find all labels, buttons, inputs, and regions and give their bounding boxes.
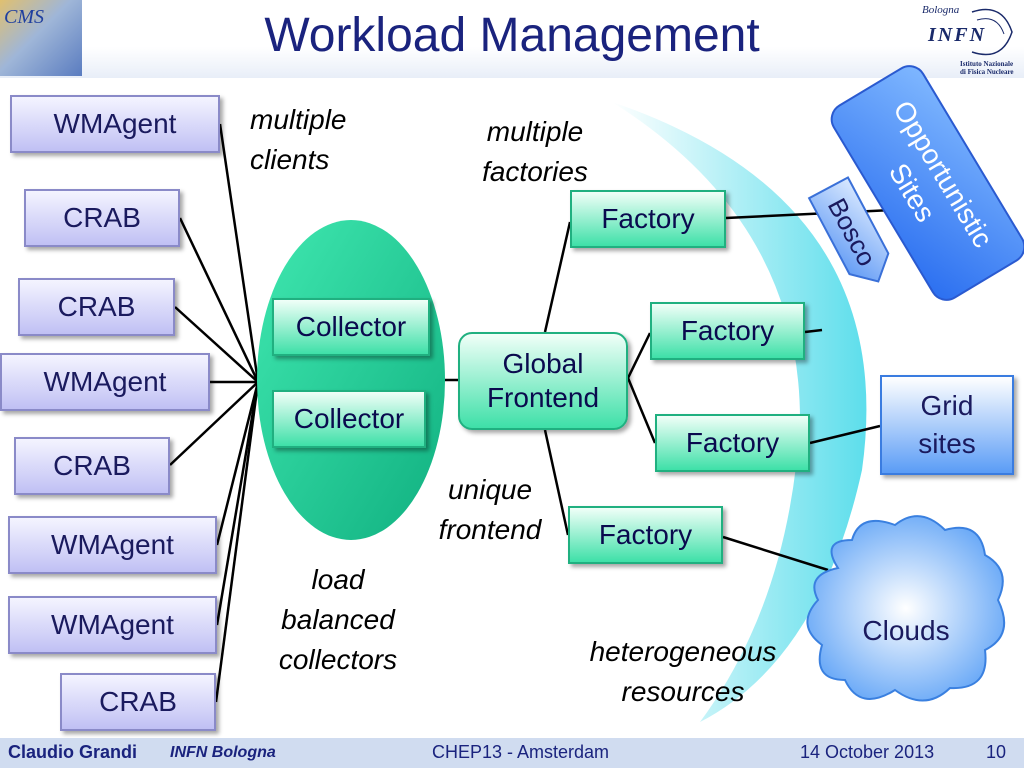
note-load-balanced-line2: balanced bbox=[281, 604, 395, 635]
wire-client-3 bbox=[174, 306, 259, 383]
resource-arc bbox=[612, 102, 867, 722]
note-unique-frontend-line2: frontend bbox=[438, 514, 542, 545]
note-unique-frontend: unique frontend bbox=[420, 470, 560, 550]
wire-frontend-factory-3 bbox=[626, 377, 657, 444]
wire-client-7 bbox=[215, 381, 260, 626]
client-crab-2: CRAB bbox=[18, 278, 175, 336]
client-wmagent-1: WMAgent bbox=[10, 95, 220, 153]
footer-conference: CHEP13 - Amsterdam bbox=[432, 742, 610, 762]
slide-footer: Claudio Grandi INFN Bologna CHEP13 - Ams… bbox=[0, 738, 1024, 768]
global-frontend-line1: Global bbox=[502, 348, 584, 379]
frontend-wires bbox=[445, 221, 657, 536]
infn-city: Bologna bbox=[922, 4, 960, 16]
collector-pool bbox=[257, 220, 445, 540]
client-crab-4: CRAB bbox=[60, 673, 216, 731]
footer-date: 14 October 2013 bbox=[800, 742, 935, 762]
client-wmagent-2: WMAgent bbox=[0, 353, 210, 411]
footer-author: Claudio Grandi bbox=[8, 742, 138, 762]
note-unique-frontend-line1: unique bbox=[447, 474, 533, 505]
wire-factory-4 bbox=[722, 535, 829, 572]
collector-1: Collector bbox=[272, 298, 430, 356]
infn-inst-line1: Istituto Nazionale bbox=[960, 60, 1014, 68]
note-load-balanced-line3: collectors bbox=[278, 644, 398, 675]
wire-client-8 bbox=[214, 381, 260, 703]
factory-3: Factory bbox=[655, 414, 810, 472]
note-multiple-clients-line1: multiple bbox=[250, 104, 347, 135]
client-wmagent-3: WMAgent bbox=[8, 516, 217, 574]
client-crab-1: CRAB bbox=[24, 189, 180, 247]
infn-logo: Bologna INFN Istituto Nazionale di Fisic… bbox=[912, 2, 1022, 76]
collector-2: Collector bbox=[272, 390, 426, 448]
wire-frontend-factory-4 bbox=[543, 429, 570, 536]
infn-inst-line2: di Fisica Nucleare bbox=[960, 68, 1014, 76]
wire-frontend-factory-2 bbox=[626, 332, 652, 379]
wire-factory-3 bbox=[809, 424, 881, 445]
note-load-balanced: load balanced collectors bbox=[258, 560, 418, 680]
factory-1: Factory bbox=[570, 190, 726, 248]
wire-client-1 bbox=[218, 123, 260, 383]
slide-header bbox=[0, 0, 1024, 78]
wire-client-5 bbox=[169, 381, 259, 466]
global-frontend: Global Frontend bbox=[458, 332, 628, 430]
note-heterogeneous-line1: heterogeneous bbox=[589, 636, 777, 667]
note-multiple-clients-line2: clients bbox=[250, 144, 330, 175]
note-load-balanced-line1: load bbox=[311, 564, 365, 595]
note-heterogeneous: heterogeneous resources bbox=[560, 632, 806, 712]
note-multiple-clients: multiple clients bbox=[250, 100, 390, 180]
note-heterogeneous-line2: resources bbox=[621, 676, 745, 707]
grid-sites-line2: sites bbox=[918, 428, 976, 459]
clouds-shape bbox=[806, 515, 1006, 702]
note-multiple-factories-line1: multiple bbox=[486, 116, 584, 147]
cms-logo: CMS bbox=[0, 0, 82, 76]
client-wmagent-4: WMAgent bbox=[8, 596, 217, 654]
clouds-label: Clouds bbox=[862, 615, 949, 646]
cms-logo-text: CMS bbox=[4, 6, 44, 28]
grid-sites-line1: Grid bbox=[920, 390, 974, 421]
global-frontend-line2: Frontend bbox=[486, 382, 600, 413]
client-wires bbox=[169, 123, 260, 703]
footer-page-number: 10 bbox=[986, 742, 1007, 762]
slide-title: Workload Management bbox=[264, 9, 760, 62]
infn-logo-mark bbox=[971, 8, 1013, 56]
opportunistic-sites: Opportunistic Sites bbox=[830, 65, 1024, 301]
wire-client-2 bbox=[178, 217, 260, 383]
infn-name: INFN bbox=[928, 24, 987, 46]
wire-frontend-factory-1 bbox=[543, 221, 572, 333]
note-multiple-factories-line2: factories bbox=[482, 156, 588, 187]
factory-4: Factory bbox=[568, 506, 723, 564]
footer-institution: INFN Bologna bbox=[170, 744, 276, 761]
grid-sites: Grid sites bbox=[880, 375, 1014, 475]
wire-client-6 bbox=[215, 381, 260, 546]
wire-factory-2 bbox=[804, 328, 823, 334]
note-multiple-factories: multiple factories bbox=[460, 112, 610, 192]
client-crab-3: CRAB bbox=[14, 437, 170, 495]
factory-2: Factory bbox=[650, 302, 805, 360]
bosco-arrow: Bosco bbox=[807, 176, 890, 283]
